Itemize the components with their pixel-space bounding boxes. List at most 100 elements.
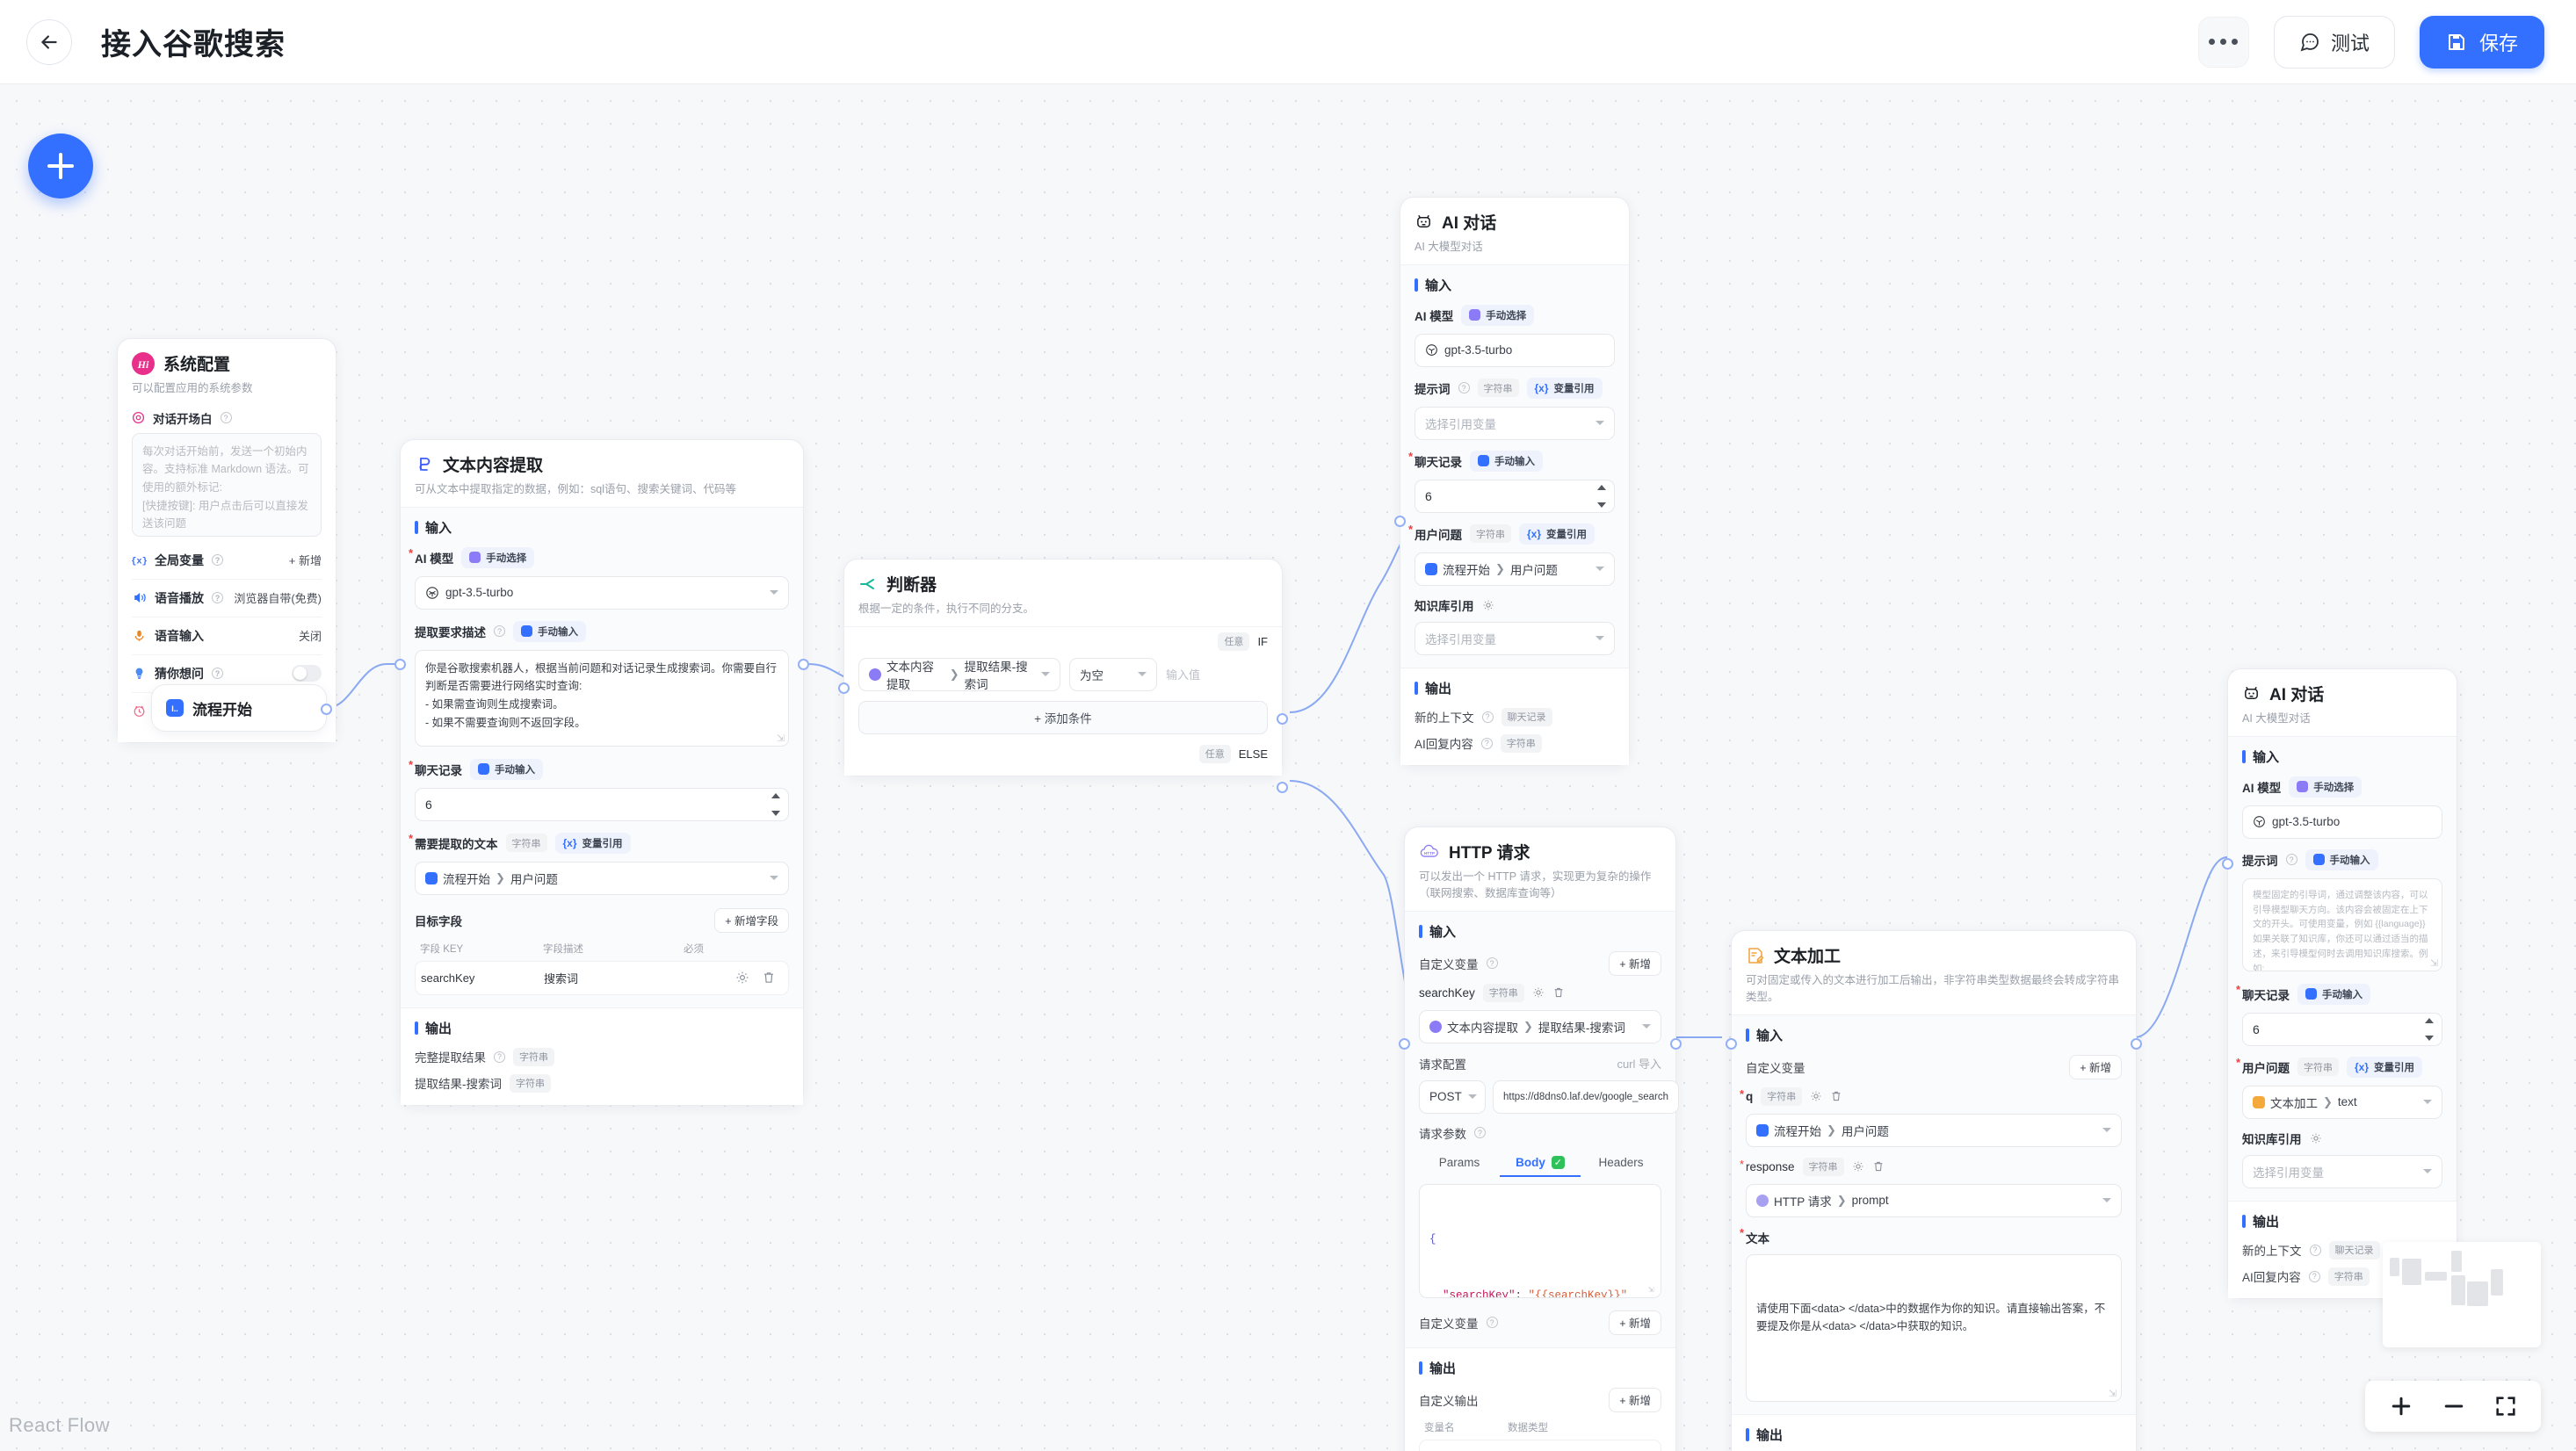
gear-icon[interactable] xyxy=(1532,986,1545,999)
minimap[interactable] xyxy=(2383,1242,2541,1347)
ai-model-select[interactable]: gpt-3.5-turbo xyxy=(1415,333,1615,367)
condition-operator-select[interactable]: 为空 xyxy=(1069,657,1157,691)
manual-input-chip[interactable]: 手动输入 xyxy=(2297,983,2370,1005)
table-row[interactable]: searchKey 搜索词 xyxy=(415,960,789,995)
condition-input-handle[interactable] xyxy=(838,682,850,694)
condition-else-handle[interactable] xyxy=(1277,782,1288,793)
manual-input-chip[interactable]: 手动输入 xyxy=(470,758,543,780)
flow-canvas[interactable]: React Flow Hi 系统配置 可以配置应用的系统参数 对话开场白 ? 每… xyxy=(0,84,2576,1451)
else-tag[interactable]: 任意 xyxy=(1198,744,1231,763)
help-icon[interactable]: ? xyxy=(494,625,505,638)
resize-handle-icon[interactable]: ⇲ xyxy=(2109,1388,2117,1399)
trash-icon[interactable] xyxy=(762,971,776,985)
user-question-select[interactable]: 流程开始 ❯ 用户问题 xyxy=(1415,552,1615,586)
ai-chat-right-input-handle[interactable] xyxy=(2222,858,2233,870)
help-icon[interactable]: ? xyxy=(212,668,223,680)
help-icon[interactable]: ? xyxy=(212,592,223,604)
if-tag[interactable]: 任意 xyxy=(1218,632,1250,651)
var-ref-chip[interactable]: {x}变量引用 xyxy=(1526,377,1603,399)
manual-input-chip[interactable]: 手动输入 xyxy=(513,620,586,642)
kb-select[interactable]: 选择引用变量 xyxy=(2242,1154,2442,1188)
source-text-select[interactable]: 流程开始 ❯ 用户问题 xyxy=(415,861,789,895)
http-add-output-button[interactable]: + 新增 xyxy=(1609,1387,1661,1412)
kb-select[interactable]: 选择引用变量 xyxy=(1415,621,1615,655)
help-icon[interactable]: ? xyxy=(1474,1127,1486,1138)
tp-var-q-select[interactable]: 流程开始 ❯ 用户问题 xyxy=(1746,1113,2122,1147)
chat-record-input[interactable]: 6 xyxy=(1415,479,1615,513)
node-text-extract[interactable]: 文本内容提取 可从文本中提取指定的数据，例如：sql语句、搜索关键词、代码等 输… xyxy=(394,439,809,1106)
tp-text-editor[interactable]: 请使用下面<data> </data>中的数据作为你的知识。请直接输出答案，不要… xyxy=(1746,1253,2122,1402)
http-add-var-button[interactable]: + 新增 xyxy=(1609,950,1661,976)
chat-record-input[interactable]: 6 xyxy=(2242,1012,2442,1046)
zoom-out-button[interactable] xyxy=(2441,1393,2467,1419)
guess-question-toggle[interactable] xyxy=(292,665,322,682)
trash-icon[interactable] xyxy=(1552,986,1565,999)
ai-model-select[interactable]: gpt-3.5-turbo xyxy=(2242,805,2442,839)
http-output-handle[interactable] xyxy=(1670,1038,1682,1050)
opening-textarea[interactable]: 每次对话开始前，发送一个初始内容。支持标准 Markdown 语法。可使用的额外… xyxy=(132,432,322,537)
manual-input-chip[interactable]: 手动输入 xyxy=(2305,848,2378,870)
http-url-input[interactable]: https://d8dns0.laf.dev/google_search xyxy=(1493,1079,1679,1114)
node-ai-chat-right[interactable]: AI 对话 AI 大模型对话 输入 AI 模型 手动选择 gpt-3.5-tur… xyxy=(2222,668,2457,1299)
gear-icon[interactable] xyxy=(1852,1160,1864,1173)
gear-icon[interactable] xyxy=(2310,1132,2322,1144)
cfg-row-voice-input[interactable]: 语音输入 关闭 xyxy=(132,617,322,655)
test-button[interactable]: 测试 xyxy=(2273,15,2395,69)
tab-headers[interactable]: Headers xyxy=(1598,1155,1644,1169)
prompt-select[interactable]: 选择引用变量 xyxy=(1415,406,1615,440)
tab-body[interactable]: Body ✓ xyxy=(1500,1150,1581,1177)
manual-select-chip[interactable]: 手动选择 xyxy=(1461,304,1535,326)
gear-icon[interactable] xyxy=(735,971,749,985)
zoom-in-button[interactable] xyxy=(2388,1393,2414,1419)
curl-import-button[interactable]: curl 导入 xyxy=(1617,1058,1661,1071)
help-icon[interactable]: ? xyxy=(1480,737,1493,749)
trash-icon[interactable] xyxy=(1872,1160,1885,1173)
resize-handle-icon[interactable]: ⇲ xyxy=(1648,1284,1654,1296)
http-body-editor[interactable]: { "searchKey": "{{searchKey}}" } ⇲ xyxy=(1419,1183,1661,1298)
cfg-action-global-vars[interactable]: + 新增 xyxy=(288,554,322,568)
gear-icon[interactable] xyxy=(1810,1090,1822,1102)
http-input-handle[interactable] xyxy=(1399,1038,1410,1050)
trash-icon[interactable] xyxy=(1830,1090,1842,1102)
http-var-select[interactable]: 文本内容提取 ❯ 提取结果-搜索词 xyxy=(1419,1009,1661,1043)
text-process-output-handle[interactable] xyxy=(2131,1038,2142,1050)
node-http-request[interactable]: HTTP HTTP 请求 可以发出一个 HTTP 请求，实现更为复杂的操作（联网… xyxy=(1399,827,1682,1451)
condition-value-input[interactable]: 输入值 xyxy=(1166,668,1201,682)
cfg-row-voice-play[interactable]: 语音播放 ? 浏览器自带(免费) xyxy=(132,580,322,617)
tp-var-resp-select[interactable]: HTTP 请求 ❯ prompt xyxy=(1746,1183,2122,1217)
text-extract-input-handle[interactable] xyxy=(394,659,406,670)
var-ref-chip[interactable]: {x}变量引用 xyxy=(2347,1056,2423,1078)
chat-record-input[interactable]: 6 xyxy=(415,787,789,821)
gear-icon[interactable] xyxy=(1482,599,1494,611)
help-icon[interactable]: ? xyxy=(2309,1244,2321,1256)
cfg-row-global-vars[interactable]: {x} 全局变量 ? + 新增 xyxy=(132,542,322,580)
http-add-var2-button[interactable]: + 新增 xyxy=(1609,1310,1661,1335)
help-icon[interactable]: ? xyxy=(1486,957,1498,969)
requirement-textarea[interactable]: 你是谷歌搜索机器人，根据当前问题和对话记录生成搜索词。你需要自行判断是否需要进行… xyxy=(415,649,789,747)
stepper-icon[interactable] xyxy=(1597,484,1606,508)
help-icon[interactable]: ? xyxy=(2285,854,2297,866)
node-ai-chat-top[interactable]: AI 对话 AI 大模型对话 输入 AI 模型 手动选择 gpt-3.5-tur… xyxy=(1394,197,1630,766)
flow-start-output-handle[interactable] xyxy=(321,704,332,715)
help-icon[interactable]: ? xyxy=(1481,711,1494,723)
fit-view-button[interactable] xyxy=(2493,1394,2518,1419)
tp-add-var-button[interactable]: + 新增 xyxy=(2069,1054,2122,1079)
help-icon[interactable]: ? xyxy=(212,554,223,567)
add-condition-button[interactable]: + 添加条件 xyxy=(858,700,1268,734)
help-icon[interactable]: ? xyxy=(2308,1270,2320,1282)
var-ref-chip[interactable]: {x}变量引用 xyxy=(554,832,631,854)
condition-variable-select[interactable]: 文本内容提取 ❯ 提取结果-搜索词 xyxy=(858,657,1060,691)
http-method-select[interactable]: POST xyxy=(1419,1079,1486,1114)
help-icon[interactable]: ? xyxy=(494,1050,505,1063)
save-button[interactable]: 保存 xyxy=(2419,15,2544,69)
ai-chat-top-input-handle[interactable] xyxy=(1394,516,1406,527)
more-button[interactable] xyxy=(2197,16,2249,68)
tab-params[interactable]: Params xyxy=(1438,1155,1480,1169)
help-icon[interactable]: ? xyxy=(220,412,232,424)
cfg-row-guess-question[interactable]: 猜你想问 ? xyxy=(132,655,322,693)
ai-model-select[interactable]: gpt-3.5-turbo xyxy=(415,575,789,610)
node-system-config[interactable]: Hi 系统配置 可以配置应用的系统参数 对话开场白 ? 每次对话开始前，发送一个… xyxy=(117,338,336,743)
help-icon[interactable]: ? xyxy=(1458,382,1470,394)
resize-handle-icon[interactable]: ⇲ xyxy=(777,733,785,744)
node-text-process[interactable]: 文本加工 可对固定或传入的文本进行加工后输出，非字符串类型数据最终会转成字符串类… xyxy=(1726,930,2142,1451)
